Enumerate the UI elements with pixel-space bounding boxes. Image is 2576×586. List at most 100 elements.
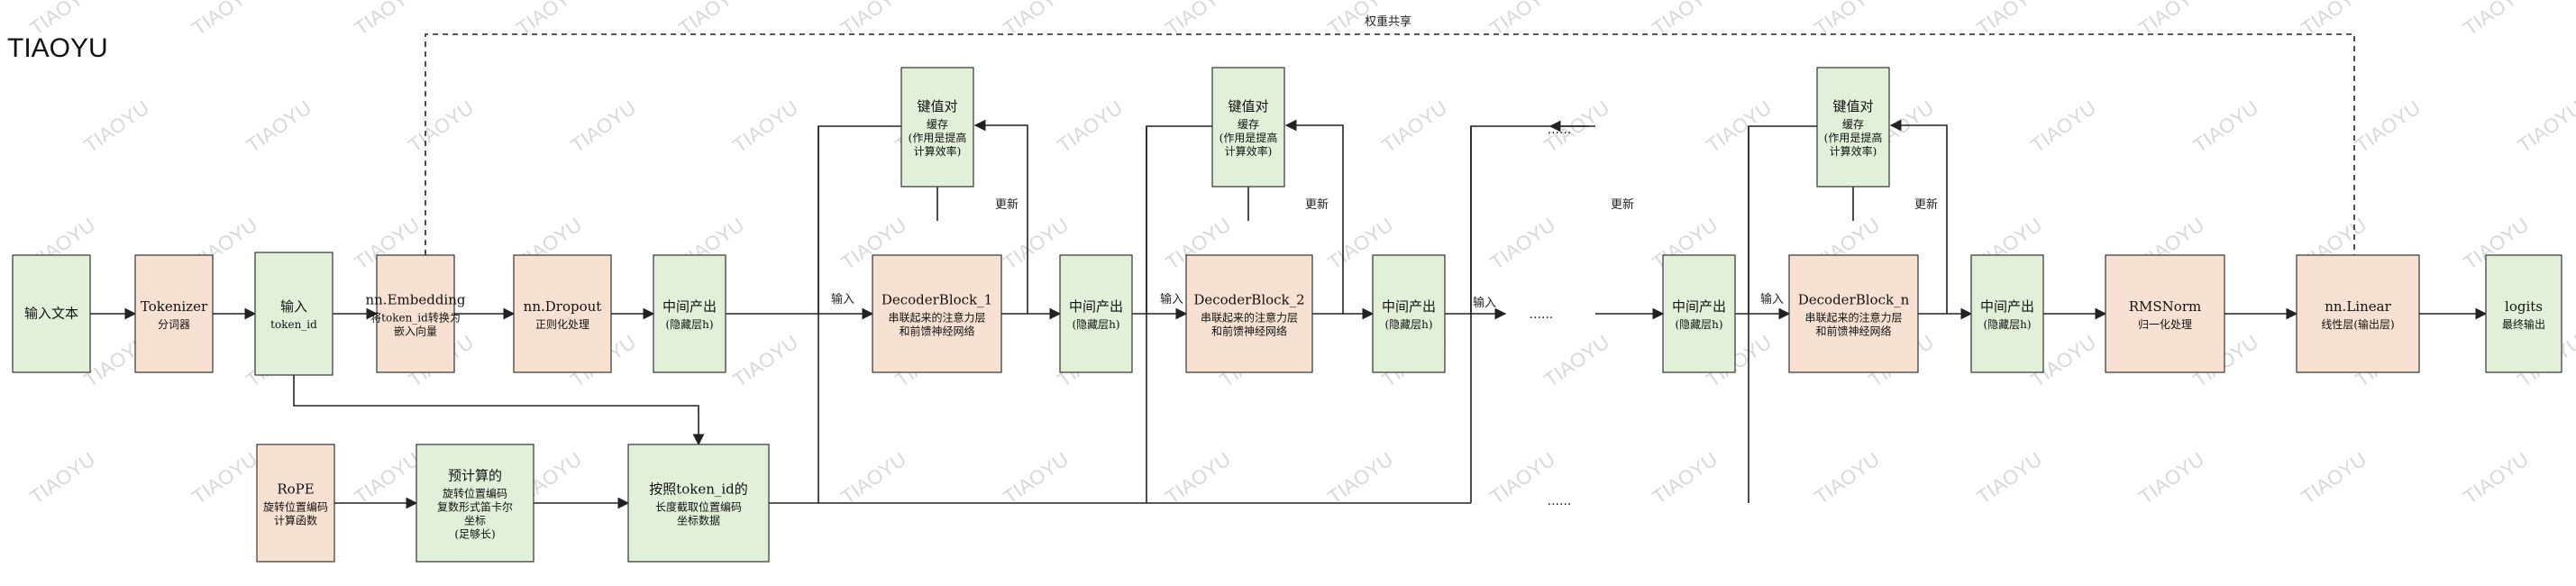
node-label: 中间产出 bbox=[1980, 298, 2034, 315]
watermark-text: TIAOYU bbox=[2135, 448, 2208, 508]
connector-line bbox=[293, 375, 705, 446]
node-box bbox=[254, 252, 333, 376]
node-label: (隐藏层h) bbox=[1384, 318, 1432, 331]
watermark-text: TIAOYU bbox=[2460, 448, 2533, 508]
node-label: 键值对 bbox=[1832, 98, 1873, 114]
watermark-text: TIAOYU bbox=[1162, 448, 1235, 508]
watermark-text: TIAOYU bbox=[188, 448, 261, 508]
watermark-text: TIAOYU bbox=[1540, 331, 1613, 391]
node-label: 预计算的 bbox=[448, 468, 502, 484]
node-label: 中间产出 bbox=[1069, 298, 1123, 315]
node-label: (隐藏层h) bbox=[1983, 318, 2031, 331]
node-box bbox=[627, 444, 770, 563]
watermark-text: TIAOYU bbox=[1054, 96, 1127, 157]
node-label: nn.Dropout bbox=[524, 298, 602, 315]
watermark-text: TIAOYU bbox=[567, 96, 640, 157]
watermark-text: TIAOYU bbox=[405, 96, 478, 157]
node-mid2: 中间产出 (隐藏层h) bbox=[1372, 254, 1446, 373]
ellipsis-label: ...... bbox=[1548, 123, 1572, 137]
node-label: 中间产出 bbox=[1382, 298, 1436, 315]
node-label: 长度截取位置编码 bbox=[655, 500, 742, 514]
node-label: 串联起来的注意力层 bbox=[1804, 311, 1902, 325]
watermark-text: TIAOYU bbox=[1324, 448, 1397, 508]
watermark-text: TIAOYU bbox=[1973, 448, 2046, 508]
node-label: 线性层(输出层) bbox=[2321, 317, 2394, 331]
node-label: 计算效率) bbox=[1830, 144, 1877, 158]
watermark-text: TIAOYU bbox=[351, 0, 424, 40]
node-label: 坐标 bbox=[464, 515, 486, 527]
watermark-text: TIAOYU bbox=[2297, 448, 2370, 508]
watermark-text: TIAOYU bbox=[80, 96, 153, 157]
node-box bbox=[2105, 254, 2225, 373]
watermark-text: TIAOYU bbox=[2514, 96, 2576, 157]
node-label: (作用是提高 bbox=[909, 131, 967, 144]
node-label: 和前馈神经网络 bbox=[899, 325, 974, 338]
connector-line bbox=[1284, 119, 1344, 314]
node-label: 缓存 bbox=[1842, 118, 1864, 131]
node-label: 键值对 bbox=[1228, 98, 1268, 114]
watermark-text: TIAOYU bbox=[1649, 448, 1722, 508]
node-input_text: 输入文本 bbox=[12, 254, 91, 373]
watermark-text: TIAOYU bbox=[837, 448, 910, 508]
node-box bbox=[2485, 254, 2562, 373]
node-linear: nn.Linear 线性层(输出层) bbox=[2296, 254, 2420, 373]
node-label: 坐标数据 bbox=[677, 514, 720, 527]
node-box bbox=[416, 444, 534, 563]
node-label: 嵌入向量 bbox=[394, 325, 437, 338]
node-box bbox=[653, 254, 726, 373]
watermark-text: TIAOYU bbox=[2027, 96, 2100, 157]
node-label: 计算函数 bbox=[274, 514, 317, 527]
node-label: logits bbox=[2505, 298, 2543, 315]
node-label: 复数形式笛卡尔 bbox=[437, 500, 513, 514]
node-box bbox=[376, 254, 455, 373]
connector-line bbox=[425, 33, 2355, 255]
watermark-text: TIAOYU bbox=[729, 96, 802, 157]
watermark-text: TIAOYU bbox=[26, 448, 99, 508]
edge-label-layer: 权重共享输入输入输入输入更新更新更新更新.................. bbox=[831, 14, 1938, 508]
node-label: 串联起来的注意力层 bbox=[1201, 311, 1298, 325]
node-label: 分词器 bbox=[158, 318, 190, 331]
input-label: 输入 bbox=[1160, 292, 1183, 307]
node-label: 输入 bbox=[280, 298, 307, 315]
ellipsis-label: ...... bbox=[1548, 494, 1572, 508]
node-box bbox=[872, 254, 1002, 373]
node-label: 串联起来的注意力层 bbox=[888, 311, 985, 325]
watermark-layer: TIAOYU TIAOYU TIAOYU TIAOYU TIAOYU TIAOYU TIAO… bbox=[26, 0, 2576, 508]
watermark-text: TIAOYU bbox=[1000, 448, 1073, 508]
node-label: (隐藏层h) bbox=[1675, 318, 1722, 331]
connector-line bbox=[1470, 125, 1589, 314]
watermark-text: TIAOYU bbox=[729, 331, 802, 391]
node-label: (作用是提高 bbox=[1219, 131, 1278, 144]
update-label: 更新 bbox=[1305, 197, 1329, 212]
node-label: 和前馈神经网络 bbox=[1815, 325, 1891, 338]
node-box bbox=[256, 444, 335, 563]
node-label: 计算效率) bbox=[914, 144, 962, 158]
node-box bbox=[134, 254, 214, 373]
node-label: DecoderBlock_n bbox=[1798, 292, 1910, 308]
node-label: 计算效率) bbox=[1225, 144, 1273, 158]
node-input_token: 输入 token_id bbox=[254, 252, 333, 376]
brand-title: TIAOYU bbox=[7, 33, 108, 63]
watermark-text: TIAOYU bbox=[1811, 448, 1884, 508]
input-label: 输入 bbox=[1473, 296, 1496, 310]
node-label: 最终输出 bbox=[2502, 317, 2545, 331]
connector-line bbox=[1889, 119, 1948, 314]
watermark-text: TIAOYU bbox=[188, 0, 261, 40]
node-label: nn.Linear bbox=[2325, 298, 2391, 315]
node-label: 按照token_id的 bbox=[649, 481, 748, 498]
node-box bbox=[1372, 254, 1446, 373]
edge-layer bbox=[90, 33, 2488, 509]
node-label: 键值对 bbox=[917, 98, 957, 114]
node-label: token_id bbox=[270, 318, 317, 331]
watermark-text: TIAOYU bbox=[1378, 96, 1451, 157]
watermark-text: TIAOYU bbox=[1486, 214, 1559, 274]
node-box bbox=[2296, 254, 2420, 373]
